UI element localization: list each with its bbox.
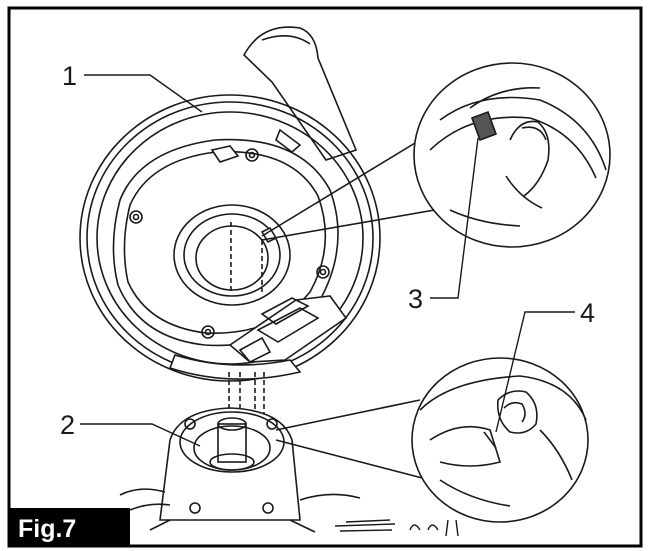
wheel-guard <box>79 26 381 382</box>
leader-2 <box>80 423 201 447</box>
leader-3 <box>430 137 479 299</box>
callout-4: 4 <box>580 298 595 328</box>
tool-head <box>119 372 361 533</box>
detail-view-upper <box>261 62 611 248</box>
leader-1 <box>84 74 203 113</box>
callout-2: 2 <box>60 410 75 440</box>
figure-frame <box>7 6 643 548</box>
figure-label-bg <box>9 508 130 546</box>
leader-4 <box>495 311 575 433</box>
figure-label: Fig.7 <box>18 515 76 543</box>
housing-screws <box>184 418 278 514</box>
bottom-marks <box>334 519 459 537</box>
callout-3: 3 <box>408 284 423 314</box>
leader-lines <box>80 74 575 447</box>
detail-view-lower <box>275 357 589 523</box>
plate-screws <box>129 148 330 339</box>
callout-1: 1 <box>62 61 77 91</box>
